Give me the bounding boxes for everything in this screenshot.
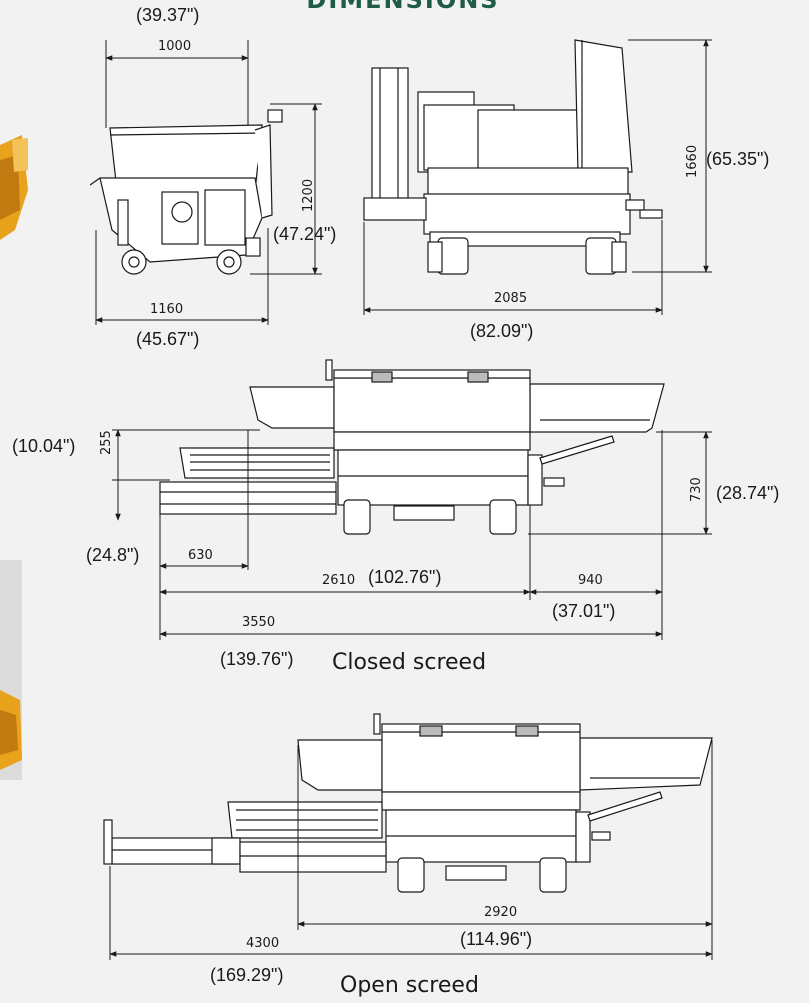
page-title: DIMENSIONS <box>306 0 500 14</box>
side-height-mm-label: 1200 <box>301 178 316 212</box>
front-width-inch-label: (82.09") <box>470 321 534 341</box>
closed-screed-dimensions <box>112 429 712 640</box>
closed-2610-inch-label: (102.76") <box>368 567 442 587</box>
closed-630-inch-label: (24.8") <box>86 545 140 565</box>
open-2920-inch-label: (114.96") <box>460 929 533 949</box>
side-height-inch-label: (47.24") <box>273 224 337 244</box>
closed-255-mm-label: 255 <box>99 430 114 455</box>
side-width-mm-label: 1000 <box>158 39 192 54</box>
front-view-machine <box>363 39 663 275</box>
photo-crop-icon <box>0 135 28 240</box>
side-length-mm-label: 1160 <box>150 302 184 317</box>
open-2920-mm-label: 2920 <box>484 905 518 920</box>
side-view-machine <box>89 109 283 275</box>
side-length-inch-label: (45.67") <box>136 329 200 349</box>
closed-630-mm-label: 630 <box>188 548 213 563</box>
front-height-mm-label: 1660 <box>685 144 700 178</box>
closed-730-mm-label: 730 <box>689 477 704 502</box>
open-screed-machine <box>103 713 713 893</box>
open-4300-mm-label: 4300 <box>246 936 280 951</box>
side-width-inch-label: (39.37") <box>136 5 200 25</box>
closed-940-inch-label: (37.01") <box>552 601 616 621</box>
closed-screed-caption: Closed screed <box>332 650 487 675</box>
closed-730-inch-label: (28.74") <box>716 483 780 503</box>
closed-3550-mm-label: 3550 <box>242 615 276 630</box>
photo-crop-icon <box>0 560 22 780</box>
machine-photo-thumbnail-top <box>0 130 30 250</box>
open-screed-dimensions <box>109 740 713 960</box>
closed-3550-inch-label: (139.76") <box>220 649 294 669</box>
front-height-inch-label: (65.35") <box>706 149 770 169</box>
open-4300-inch-label: (169.29") <box>210 965 284 985</box>
closed-940-mm-label: 940 <box>578 573 603 588</box>
front-width-mm-label: 2085 <box>494 291 528 306</box>
closed-2610-mm-label: 2610 <box>322 573 356 588</box>
closed-255-inch-label: (10.04") <box>12 436 76 456</box>
closed-screed-machine <box>159 359 665 535</box>
front-view-dimensions <box>363 39 712 315</box>
machine-photo-thumbnail-bottom <box>0 560 22 780</box>
open-screed-caption: Open screed <box>340 973 479 998</box>
side-view-dimensions <box>95 40 322 325</box>
